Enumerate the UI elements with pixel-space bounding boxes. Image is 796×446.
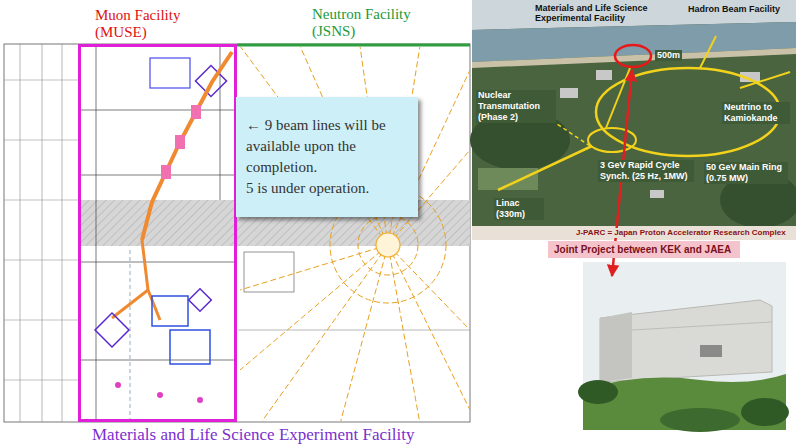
band-text: Joint Project between KEK and JAEA — [554, 243, 734, 256]
wall — [81, 262, 234, 263]
photo-label: Nuclear Transmutation (Phase 2) — [476, 90, 556, 123]
beamline — [260, 245, 388, 421]
wall — [238, 330, 470, 331]
magnet — [175, 135, 185, 149]
grid-line — [42, 44, 43, 422]
callout-box: ← 9 beam lines will be available upon th… — [236, 97, 418, 217]
beamline — [388, 245, 420, 421]
photo-band — [472, 226, 796, 240]
grid-line — [4, 320, 78, 321]
facility-label: Neutron Facility (JSNS) — [312, 6, 424, 40]
tree — [741, 398, 789, 426]
grid-line — [4, 260, 78, 261]
tree — [578, 380, 618, 404]
experiment-area — [152, 296, 188, 326]
beamline — [388, 245, 470, 330]
aerial-photo — [470, 0, 796, 240]
muon-beamline — [112, 290, 148, 318]
beamline — [388, 245, 470, 410]
callout-text: ← 9 beam lines will be available upon th… — [246, 115, 408, 178]
photo-label: 3 GeV Rapid Cycle Synch. (25 Hz, 1MW) — [598, 160, 694, 182]
device — [157, 392, 163, 398]
wall — [81, 175, 234, 176]
grid-line — [20, 44, 21, 422]
building — [650, 190, 664, 198]
field — [478, 168, 538, 190]
guide-line — [130, 250, 131, 420]
neutrino-line — [740, 72, 790, 88]
magnet-diamond — [95, 313, 129, 347]
callout-text: 5 is under operation. — [246, 178, 408, 199]
magnet — [191, 105, 201, 119]
caption: Materials and Life Science Experiment Fa… — [92, 425, 414, 444]
device — [115, 382, 121, 388]
building-edge — [632, 322, 772, 330]
magnet-outline — [150, 58, 190, 88]
photo-label: Neutrino to Kamiokande — [722, 102, 790, 124]
floor-plan — [4, 44, 470, 424]
scale-label: 500m — [655, 50, 682, 61]
wall — [81, 360, 234, 361]
photo-label: 50 GeV Main Ring (0.75 MW) — [704, 162, 788, 184]
window — [700, 345, 722, 357]
photo-footer: J-PARC = Japan Proton Accelerator Resear… — [574, 228, 788, 238]
grid-line — [4, 80, 78, 81]
wall — [81, 110, 234, 111]
project-band: Joint Project between KEK and JAEA — [548, 241, 740, 258]
hadron-line — [700, 36, 716, 68]
plan-frame — [4, 44, 470, 422]
photo-label: Hadron Beam Facility — [688, 4, 792, 14]
shield-ring — [358, 215, 418, 275]
building-photo — [578, 262, 789, 432]
highlight-circle — [615, 45, 651, 67]
building — [596, 70, 612, 80]
target — [376, 233, 400, 257]
building — [560, 88, 578, 98]
linac — [498, 146, 592, 190]
neutron-boundary — [237, 44, 470, 47]
beamline — [240, 245, 388, 370]
beamline — [240, 245, 388, 290]
wall — [96, 47, 97, 420]
grid-line — [4, 140, 78, 141]
tree — [660, 408, 740, 432]
muon-beamline — [142, 240, 160, 320]
grid-line — [62, 44, 63, 422]
facility-heading: Muon Facility (MUSE) — [95, 7, 191, 41]
device — [197, 397, 203, 403]
grid-line — [4, 200, 78, 201]
rcs-ring — [588, 128, 636, 152]
photo-label: Linac (330m) — [494, 198, 544, 220]
grid-line — [4, 380, 78, 381]
muon-beamline — [142, 52, 232, 240]
muon-facility-outline: Muon Facility (MUSE) — [78, 44, 237, 422]
photo-label: Materials and Life Science Experimental … — [535, 3, 675, 23]
building — [600, 300, 772, 382]
magnet — [161, 165, 171, 179]
beach — [472, 48, 796, 68]
experiment-area — [170, 330, 210, 364]
beamline — [340, 245, 388, 421]
building-face — [600, 312, 632, 382]
magnet-diamond — [189, 289, 212, 312]
wall — [244, 252, 294, 292]
